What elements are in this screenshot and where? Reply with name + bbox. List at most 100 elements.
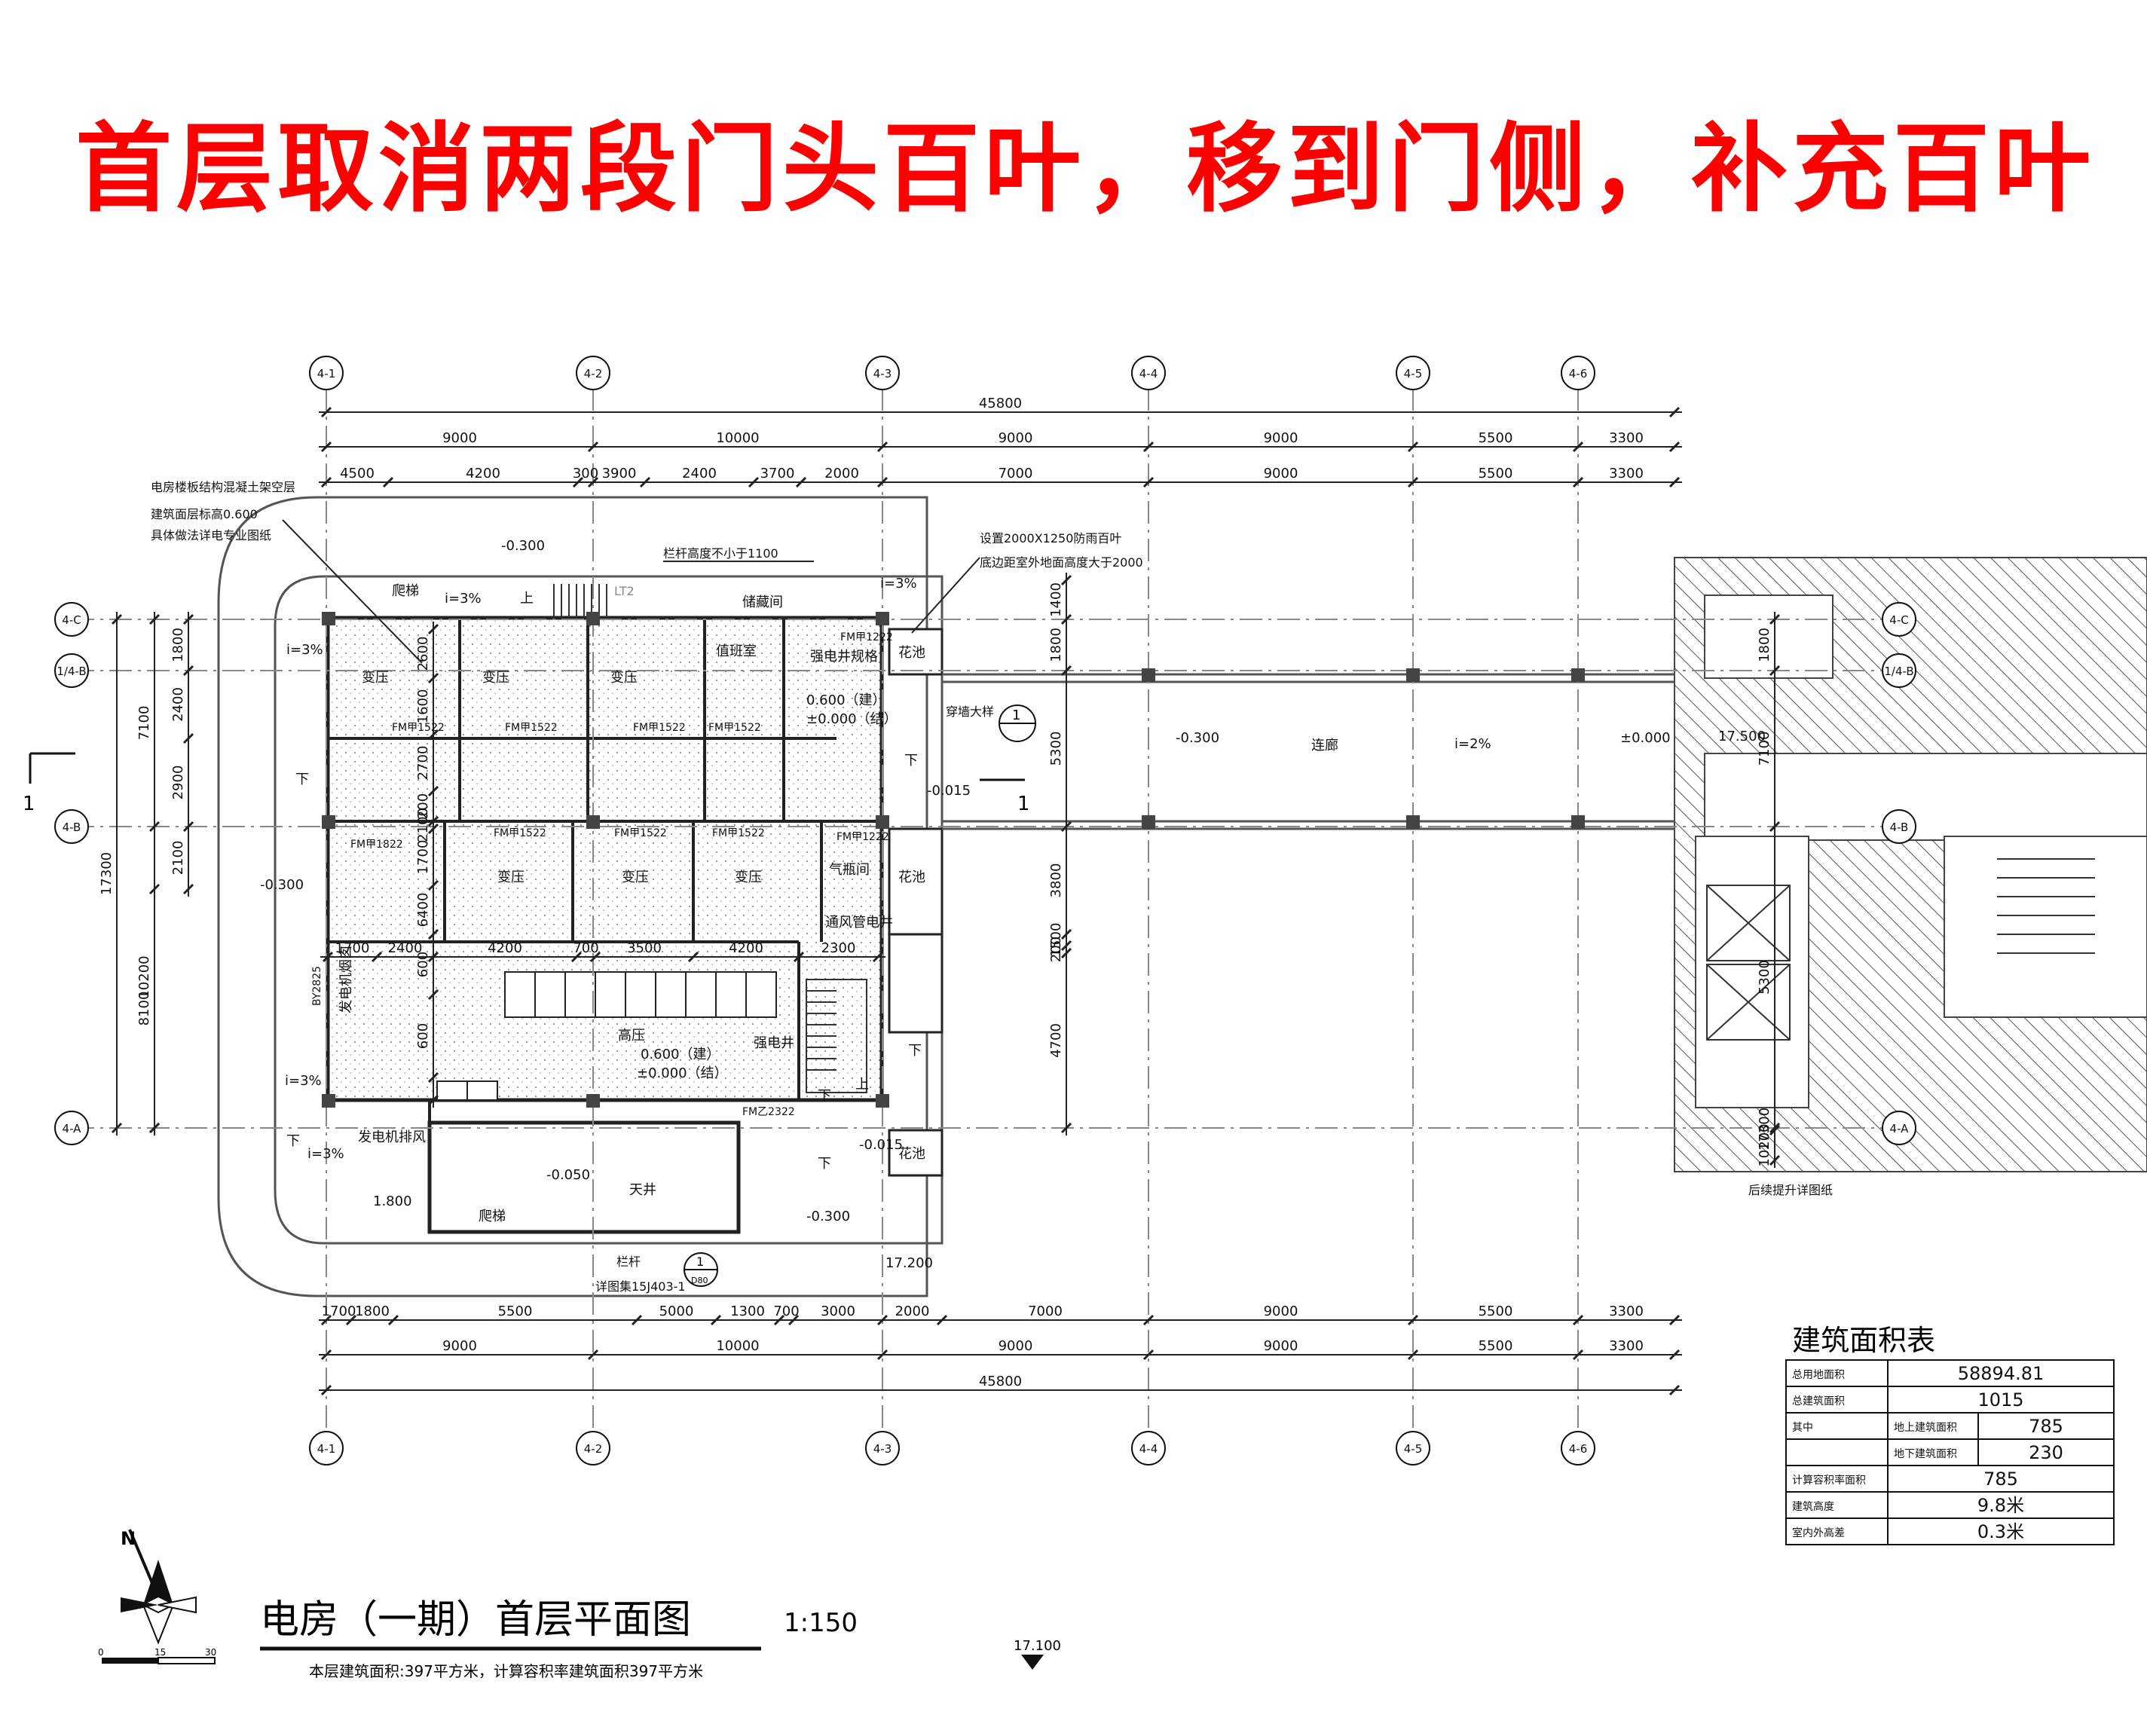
site-ramp-outline: [217, 496, 928, 1297]
dim-right-vertical-tick: [1769, 1124, 1781, 1136]
axis-bubble: [1131, 356, 1166, 390]
dim-top-detail-label: 3300: [1609, 466, 1644, 481]
slope-3: i=3%: [880, 576, 917, 591]
dim-mid-vertical-label: 1500: [1048, 923, 1064, 958]
level-m0300-3: -0.300: [1176, 730, 1219, 746]
dim-bottom-axis-label: 5500: [1479, 1338, 1513, 1354]
dim-bottom-detail-label: 1300: [730, 1304, 765, 1319]
down-4: 下: [818, 1088, 831, 1104]
dim-bottom-total-tick: [1668, 1384, 1681, 1396]
dim-interior-row-tick: [793, 951, 805, 963]
dim-left-total-tick: [111, 1122, 123, 1134]
dim-mid-vertical-label: 5300: [1048, 732, 1064, 766]
up-1: 上: [520, 591, 534, 607]
dim-top-total-tick: [1668, 406, 1681, 418]
note-lt2: LT2: [614, 584, 635, 598]
dim-right-vertical-label: 17300: [1757, 1108, 1772, 1151]
dim-top-axis-tick: [320, 441, 332, 453]
dim-bottom-total-label: 45800: [979, 1374, 1022, 1389]
up-2: 上: [855, 1077, 869, 1093]
area-table-value: 785: [2029, 1416, 2063, 1437]
dim-left-detail-label: 1800: [170, 628, 186, 662]
dim-bottom-detail-label: 2000: [895, 1304, 930, 1319]
dim-mid-vertical-label: 4700: [1048, 1023, 1064, 1058]
dim-interior-vertical-label: 2100: [415, 808, 431, 842]
dim-left-axis-label: 7100: [136, 706, 152, 741]
slope-1: i=3%: [445, 591, 482, 607]
dim-top-detail-tick: [572, 476, 584, 488]
dim-interior-vertical-label: 1600: [415, 689, 431, 724]
area-table-label: 室内外高差: [1792, 1527, 1845, 1539]
dim-bottom-axis-tick: [320, 1349, 332, 1361]
interior-walls: [328, 618, 882, 1130]
generator-smoke-label: 发电机烟囱: [338, 946, 354, 1013]
room-transformer-6: 变压: [735, 870, 762, 885]
area-table-sublabel: 地上建筑面积: [1894, 1422, 1957, 1434]
note-rail-ref: 栏杆: [616, 1255, 641, 1269]
dim-interior-row-label: 4200: [488, 940, 522, 956]
dim-interior-vertical-tick: [427, 672, 439, 684]
dim-left-total-label: 17300: [99, 852, 115, 895]
riser-label: 强电井: [754, 1035, 794, 1051]
dim-right-vertical-tick: [1769, 665, 1781, 677]
door-fm1222-1: FM甲1222: [840, 631, 893, 643]
stair-label-1: 爬梯: [392, 583, 419, 599]
door-byy2825: BY2825: [311, 966, 323, 1006]
dim-left-sub-tick: [148, 883, 161, 895]
axis-bubble: [54, 809, 89, 844]
dim-mid-vertical-label: 200: [1048, 937, 1064, 962]
room-transformer-5: 变压: [622, 870, 649, 885]
dim-interior-vertical-label: 6400: [415, 893, 431, 928]
dim-top-detail-tick: [587, 476, 599, 488]
axis-bubble: [1131, 1431, 1166, 1466]
dim-bottom-total-tick: [320, 1384, 332, 1396]
dim-top-axis-tick: [876, 441, 888, 453]
area-table-value: 1015: [1977, 1389, 2023, 1410]
dim-interior-row-label: 700: [573, 940, 598, 956]
axis-bubble: [54, 602, 89, 637]
dim-top-axis-tick: [1668, 441, 1681, 453]
dim-top-detail-label: 3900: [602, 466, 637, 481]
dim-interior-vertical-tick: [427, 729, 439, 741]
dim-interior-vertical-tick: [427, 1071, 439, 1083]
axis-bubble: [865, 356, 900, 390]
dim-top-detail-label: 4200: [466, 466, 500, 481]
dim-left-detail-label: 2400: [170, 687, 186, 722]
area-table-value: 9.8米: [1977, 1495, 2024, 1516]
dim-left-total-tick: [111, 613, 123, 625]
dim-bottom-detail-label: 9000: [1264, 1304, 1298, 1319]
section-mark-right: 1: [1017, 793, 1030, 815]
down-5: 下: [286, 1133, 300, 1149]
axis-bubble: [54, 1111, 89, 1145]
elec-shaft2-label: 通风管电井: [825, 915, 893, 931]
planter-1: 花池: [898, 645, 925, 661]
dim-mid-vertical-label: 1800: [1048, 628, 1064, 662]
dim-top-detail-tick: [795, 476, 807, 488]
planter-3: 花池: [898, 1146, 925, 1162]
dim-bottom-detail-tick: [773, 1314, 785, 1326]
dim-interior-row-label: 2300: [821, 940, 856, 956]
dim-top-detail-label: 5500: [1479, 466, 1513, 481]
dim-bottom-detail-label: 1800: [355, 1304, 390, 1319]
axis-bubble: [1396, 1431, 1430, 1466]
axis-label: 1/4-B: [1884, 665, 1913, 678]
axis-bubble: [576, 356, 610, 390]
scale-bar-start: 0: [98, 1647, 104, 1658]
section-mark-left: 1: [23, 793, 35, 815]
dim-interior-vertical-label: 2700: [415, 746, 431, 781]
dim-bottom-detail-tick: [320, 1314, 332, 1326]
note-right: 后续提升详图纸: [1748, 1183, 1833, 1197]
area-table-label: 总用地面积: [1792, 1369, 1845, 1381]
dim-interior-row-label: 1700: [335, 940, 370, 956]
column-markers: 4-14-14-24-24-34-34-44-44-54-54-64-64-C1…: [54, 356, 1916, 1466]
dim-bottom-axis-label: 9000: [999, 1338, 1033, 1354]
room-duty: 值班室: [716, 643, 757, 659]
area-table-value: 230: [2029, 1442, 2063, 1463]
door-fm1522-1: FM甲1522: [392, 722, 445, 734]
axis-bubble: [309, 356, 344, 390]
dim-interior-vertical-label: 600: [415, 952, 431, 977]
dim-bottom-detail-label: 7000: [1028, 1304, 1063, 1319]
door-fm1522-2: FM甲1522: [505, 722, 558, 734]
dim-right-vertical-label: 7100: [1757, 732, 1772, 766]
